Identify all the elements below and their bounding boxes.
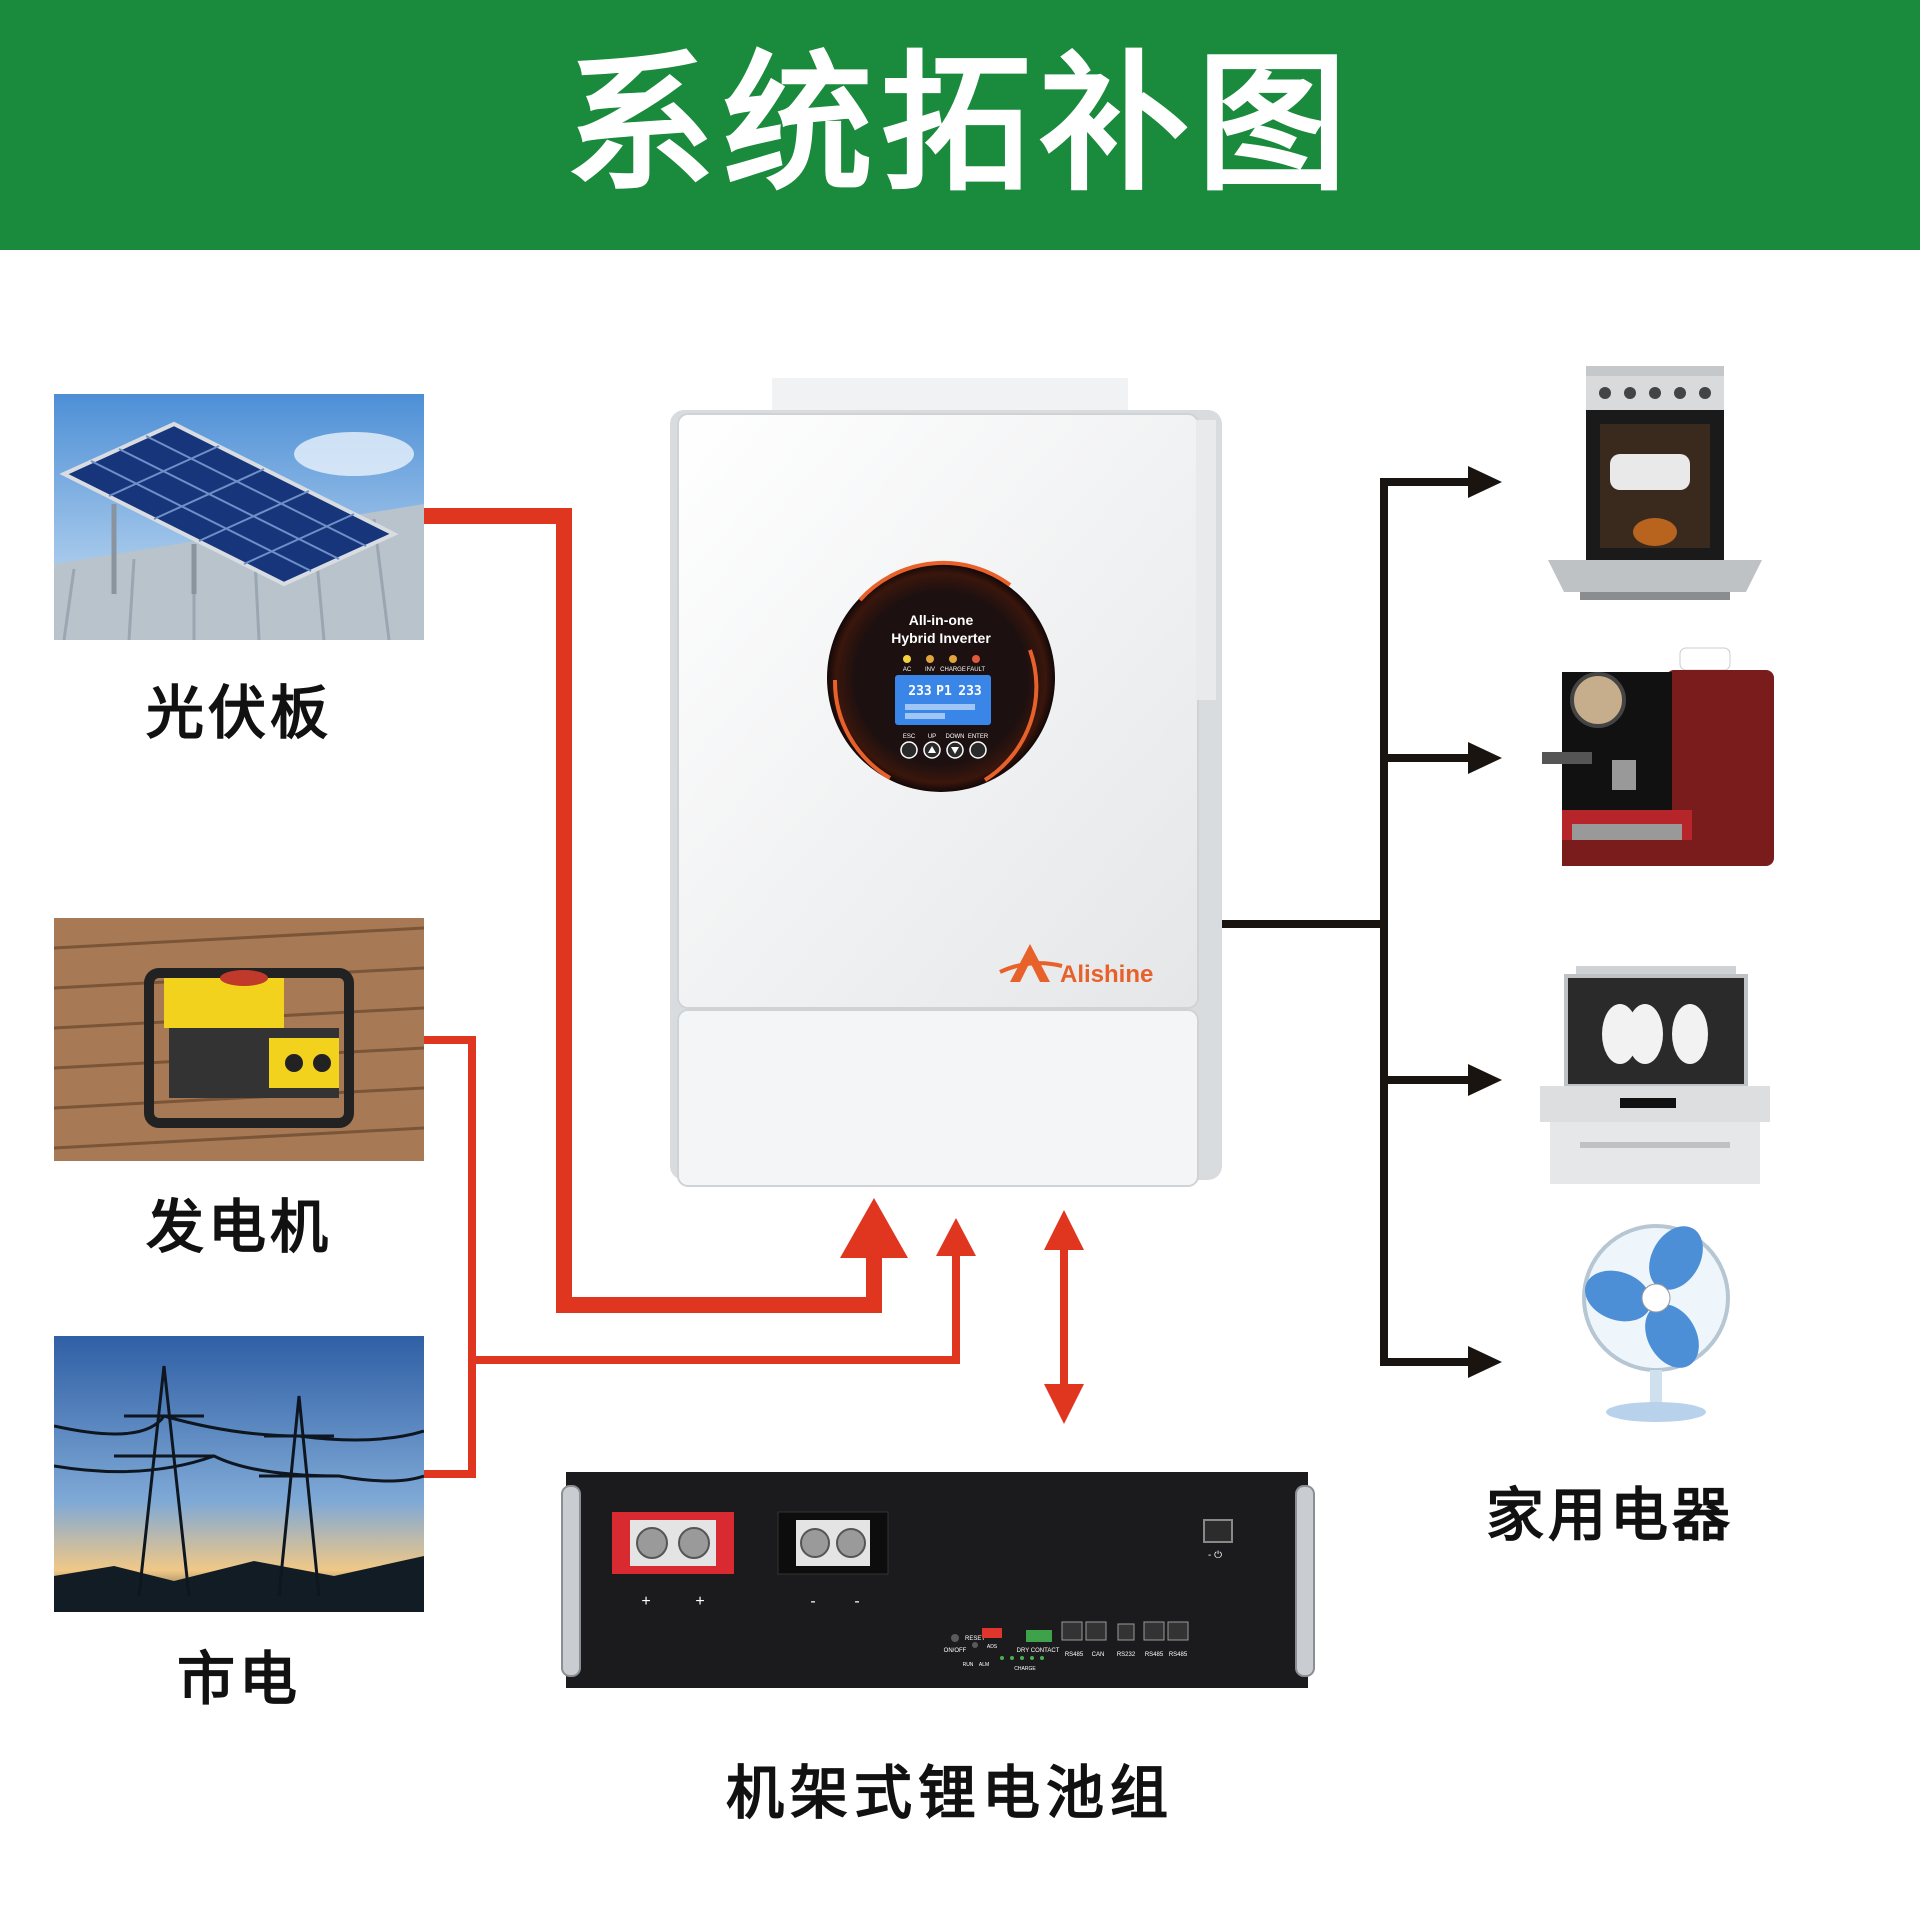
lcd-screen: [895, 675, 991, 725]
rs485-label-b: RS485: [1145, 1652, 1164, 1658]
rs232-label: RS232: [1117, 1652, 1136, 1658]
can-port[interactable]: [1085, 1621, 1107, 1641]
rs485-label-c: RS485: [1169, 1652, 1188, 1658]
generator-label: 发电机: [145, 1193, 332, 1261]
lcd-right-value: 233: [958, 684, 981, 699]
rs485-port-b[interactable]: [1143, 1621, 1165, 1641]
led-inv-indicator: [926, 655, 934, 663]
load-arrow-fan: [1468, 1346, 1502, 1378]
electric-fan-icon: [1582, 1224, 1730, 1422]
grid-to-inverter-line: [472, 1250, 960, 1364]
address-label: ADS: [987, 1644, 998, 1650]
minus-label-2: -: [854, 1593, 859, 1610]
btn-enter-label: ENTER: [968, 734, 989, 740]
rs485-port-c[interactable]: [1167, 1621, 1189, 1641]
pv-to-inverter-line: [424, 508, 882, 1313]
can-label: CAN: [1092, 1652, 1105, 1658]
dishwasher-icon: [1540, 966, 1770, 1184]
esc-button[interactable]: [900, 741, 918, 759]
led-ac-indicator: [903, 655, 911, 663]
generator-line: [424, 1036, 476, 1478]
power-switch[interactable]: [1203, 1519, 1233, 1543]
grid-arrow-head: [936, 1218, 976, 1256]
minus-label-1: -: [810, 1593, 815, 1610]
dry-contact-connector: [1026, 1630, 1052, 1642]
svg-text:- ⏻: - ⏻: [1208, 1550, 1222, 1561]
run-label: RUN: [963, 1662, 974, 1668]
rs485-port-a[interactable]: [1061, 1621, 1083, 1641]
grid-label: 市电: [176, 1645, 301, 1713]
load-arrow-coffee: [1468, 742, 1502, 774]
onoff-button[interactable]: [951, 1634, 959, 1642]
load-arrow-oven: [1468, 466, 1502, 498]
alm-label: ALM: [979, 1662, 989, 1668]
lcd-left-value: 233: [908, 684, 931, 699]
dry-contact-label: DRY CONTACT: [1017, 1648, 1060, 1654]
reset-button[interactable]: [972, 1642, 978, 1648]
solar-panel-image: [54, 394, 424, 640]
header-banner: [0, 0, 1920, 250]
battery-arrow-up: [1044, 1210, 1084, 1250]
rs232-port[interactable]: [1117, 1623, 1135, 1641]
pv-label: 光伏板: [145, 679, 332, 747]
onoff-label: ON/OFF: [944, 1648, 967, 1654]
led-fault-label: FAULT: [967, 667, 986, 673]
load-arrow-dishwasher: [1468, 1064, 1502, 1096]
btn-esc-label: ESC: [903, 734, 916, 740]
btn-down-label: DOWN: [946, 734, 965, 740]
lcd-mid-value: P1: [936, 684, 952, 699]
plus-label-1: +: [641, 1593, 650, 1610]
address-dip-switch[interactable]: [982, 1628, 1002, 1638]
battery-label: 机架式锂电池组: [725, 1759, 1174, 1827]
appliances-label: 家用电器: [1485, 1481, 1734, 1549]
battery-arrow-down: [1044, 1384, 1084, 1424]
led-ac-label: AC: [903, 667, 912, 673]
oven-icon: [1548, 366, 1762, 600]
enter-button[interactable]: [969, 741, 987, 759]
rs485-label-a: RS485: [1065, 1652, 1084, 1658]
pv-arrow-head: [840, 1198, 908, 1258]
generator-image: [54, 918, 424, 1161]
reset-label: RESET: [965, 1636, 985, 1642]
page-title: 系统拓补图: [564, 38, 1355, 212]
led-charge-indicator: [949, 655, 957, 663]
alishine-logo-icon: [1010, 944, 1050, 982]
plus-label-2: +: [695, 1593, 704, 1610]
power-grid-image: [54, 1336, 424, 1612]
charge-label: CHARGE: [1014, 1666, 1036, 1672]
coffee-machine-icon: [1542, 647, 1774, 866]
btn-up-label: UP: [928, 734, 936, 740]
led-inv-label: INV: [925, 667, 935, 673]
led-charge-label: CHARGE: [940, 667, 966, 673]
display-title-line2: Hybrid Inverter: [891, 630, 991, 646]
display-title-line1: All-in-one: [909, 612, 974, 628]
brand-name: Alishine: [1060, 961, 1153, 988]
led-fault-indicator: [972, 655, 980, 663]
